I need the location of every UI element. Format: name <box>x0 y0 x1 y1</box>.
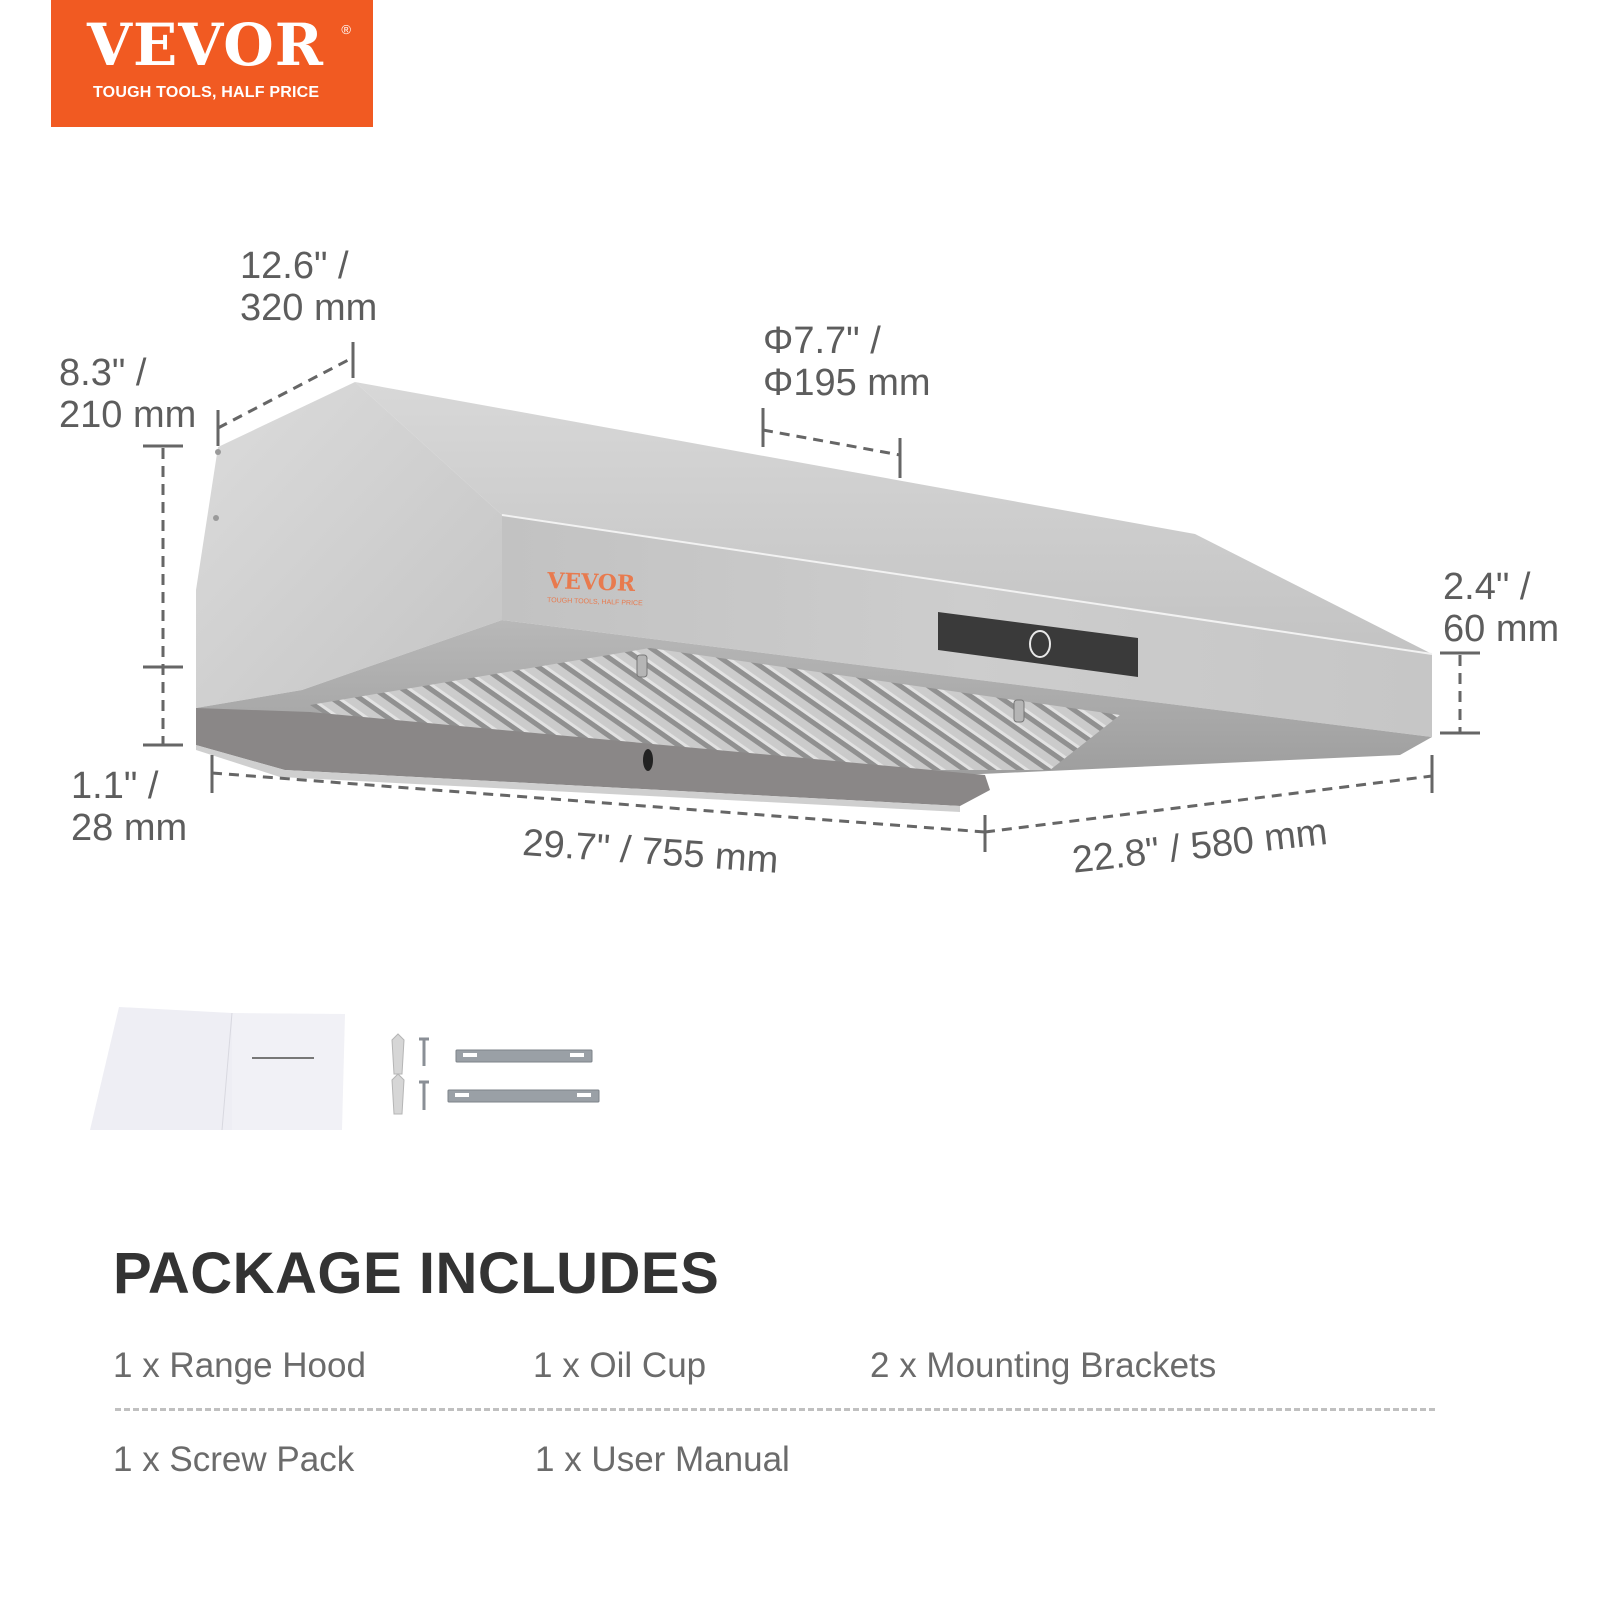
depth-label: 12.6" / 320 mm <box>240 245 378 329</box>
lip-height-label: 1.1" / 28 mm <box>71 765 188 849</box>
brand-name: VEVOR <box>87 11 324 79</box>
filter-knob <box>636 654 648 678</box>
brand-logo: VEVOR ® TOUGH TOOLS, HALF PRICE <box>51 0 373 127</box>
screw-icon <box>419 1037 429 1110</box>
duct-diameter-label: Φ7.7" / Φ195 mm <box>763 320 931 404</box>
accessories <box>90 1007 600 1131</box>
user-manual-icon <box>90 1007 345 1131</box>
mounting-bracket-icon <box>447 1049 600 1103</box>
package-item: 2 x Mounting Brackets <box>870 1346 1217 1385</box>
back-height-label: 8.3" / 210 mm <box>59 352 197 436</box>
package-title: PACKAGE INCLUDES <box>113 1241 720 1306</box>
grease-filter <box>310 648 1120 770</box>
package-item: 1 x Range Hood <box>113 1346 366 1385</box>
front-tagline: TOUGH TOOLS, HALF PRICE <box>547 597 643 607</box>
power-button-icon[interactable] <box>1029 630 1051 658</box>
registered-mark: ® <box>341 22 351 37</box>
package-divider <box>115 1408 1435 1411</box>
dimension-lines <box>143 342 1480 852</box>
hood-top <box>355 382 1432 654</box>
brand-tagline: TOUGH TOOLS, HALF PRICE <box>93 84 320 101</box>
control-panel <box>938 612 1138 677</box>
range-hood: VEVOR TOUGH TOOLS, HALF PRICE <box>196 382 1433 812</box>
oil-cup-slot <box>643 749 653 771</box>
front-height-label: 2.4" / 60 mm <box>1443 566 1560 650</box>
front-lip <box>196 708 990 806</box>
package-item: 1 x User Manual <box>535 1440 790 1479</box>
wall-anchor-icon <box>391 1033 405 1115</box>
package-item: 1 x Oil Cup <box>533 1346 707 1385</box>
filter-knob <box>1013 699 1025 723</box>
front-logo: VEVOR <box>546 568 637 597</box>
hood-side-panel <box>196 382 502 708</box>
package-item: 1 x Screw Pack <box>113 1440 355 1479</box>
